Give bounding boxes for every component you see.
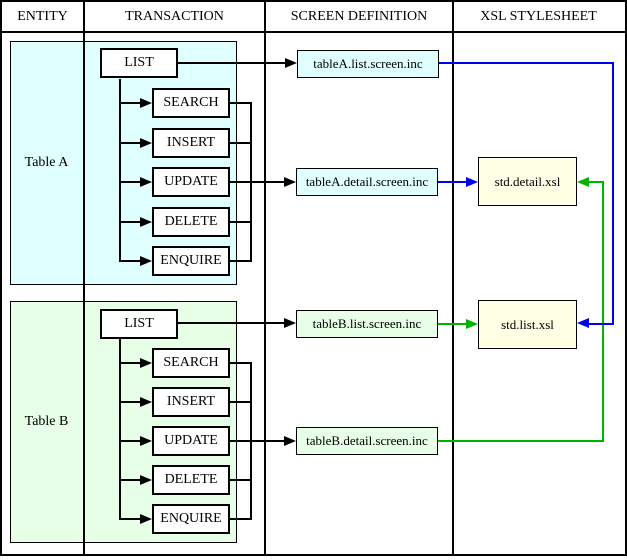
connector-tablea-list-out-line [438,62,614,64]
arrowhead-tablea-branch-update [140,177,152,187]
table-b-transaction-insert: INSERT [152,387,230,417]
connector-tableb-list-to-stdlist-line [438,323,466,325]
column-header-transaction: TRANSACTION [125,8,224,24]
stub-tableb-search-line [230,362,251,364]
column-header-screen-definition: SCREEN DEFINITION [290,8,428,24]
table-b-transaction-delete: DELETE [152,465,230,495]
table-a-label: Table A [24,155,69,170]
connector-tablea-list-branch-trunk [119,79,121,262]
stylesheet-std-list-box: std.list.xsl [478,300,577,349]
connector-tablea-branch-enquire-line [120,260,140,262]
table-b-label: Table B [24,414,69,429]
arrowhead-tableb-branch-search [140,358,152,368]
stub-tablea-insert-line [230,142,251,144]
connector-tablea-list-to-screen-line [178,62,285,64]
arrowhead-tableb-branch-enquire [140,514,152,524]
connector-tableb-list-branch-trunk [119,339,121,520]
connector-tableb-list-to-screen-line [178,322,284,324]
column-line-entity-transaction [83,0,85,556]
arrowhead-tableb-update-to-screen [284,436,296,446]
connector-tablea-branch-insert-line [120,142,140,144]
table-b-transaction-update: UPDATE [152,426,230,456]
stylesheet-std-detail-box: std.detail.xsl [478,157,577,206]
connector-tablea-detail-to-stddetail-line [438,181,466,183]
header-divider-line [0,31,627,33]
column-header-xsl-stylesheet: XSL STYLESHEET [480,8,597,24]
column-line-screen-xsl [452,0,454,556]
column-header-entity: ENTITY [17,8,68,24]
connector-tableb-branch-update-line [120,440,140,442]
connector-tableb-detail-in-line [589,181,602,183]
connector-tablea-branch-update-line [120,181,140,183]
connector-tablea-list-in-line [589,323,612,325]
arrowhead-tablea-detail-to-stddetail [466,177,478,187]
connector-tableb-branch-delete-line [120,479,140,481]
arrowhead-tableb-branch-insert [140,397,152,407]
table-b-transaction-enquire: ENQUIRE [152,504,230,534]
arrowhead-tableb-branch-update [140,436,152,446]
stub-tableb-delete-line [230,479,251,481]
screen-tableb-list-box: tableB.list.screen.inc [296,310,438,338]
table-a-transaction-insert: INSERT [152,128,230,158]
screen-tableb-detail-box: tableB.detail.screen.inc [296,427,438,455]
connector-tableb-detail-riser-line [602,181,604,442]
screen-tablea-list-box: tableA.list.screen.inc [297,50,439,78]
arrowhead-tableb-detail-to-stddetail [577,177,589,187]
stub-tableb-enquire-line [230,518,251,520]
connector-tablea-branch-search-line [120,102,140,104]
table-a-transaction-search: SEARCH [152,88,230,118]
stub-tablea-enquire-line [230,260,251,262]
column-line-transaction-screen [264,0,266,556]
connector-tablea-list-drop-line [612,62,614,325]
stub-tablea-search-line [230,102,251,104]
connector-tableb-branch-search-line [120,362,140,364]
table-b-group-band [10,301,237,543]
connector-tableb-detail-out-line [438,440,604,442]
connector-tableb-update-to-screen-line [230,440,284,442]
arrowhead-tableb-list-to-screen [284,318,296,328]
table-a-transaction-enquire: ENQUIRE [152,246,230,276]
table-a-transaction-update: UPDATE [152,167,230,197]
arrowhead-tablea-list-to-stdlist [577,318,589,328]
arrowhead-tableb-branch-delete [140,475,152,485]
arrowhead-tableb-list-to-stdlist [466,319,478,329]
arrowhead-tablea-branch-search [140,98,152,108]
connector-tableb-branch-enquire-line [120,518,140,520]
connector-tablea-update-to-screen-line [230,181,284,183]
connector-tableb-branch-insert-line [120,401,140,403]
arrowhead-tablea-branch-enquire [140,256,152,266]
screen-tablea-detail-box: tableA.detail.screen.inc [296,168,438,196]
stub-tableb-insert-line [230,401,251,403]
arrowhead-tablea-branch-delete [140,217,152,227]
arrowhead-tablea-list-to-screen [285,58,297,68]
connector-tablea-branch-delete-line [120,221,140,223]
table-a-group-band [10,41,237,285]
stub-tablea-delete-line [230,221,251,223]
table-a-transaction-delete: DELETE [152,207,230,237]
arrowhead-tablea-branch-insert [140,138,152,148]
arrowhead-tablea-update-to-screen [284,177,296,187]
table-b-transaction-search: SEARCH [152,348,230,378]
table-b-transaction-list: LIST [100,309,178,339]
table-a-transaction-list: LIST [100,48,178,78]
